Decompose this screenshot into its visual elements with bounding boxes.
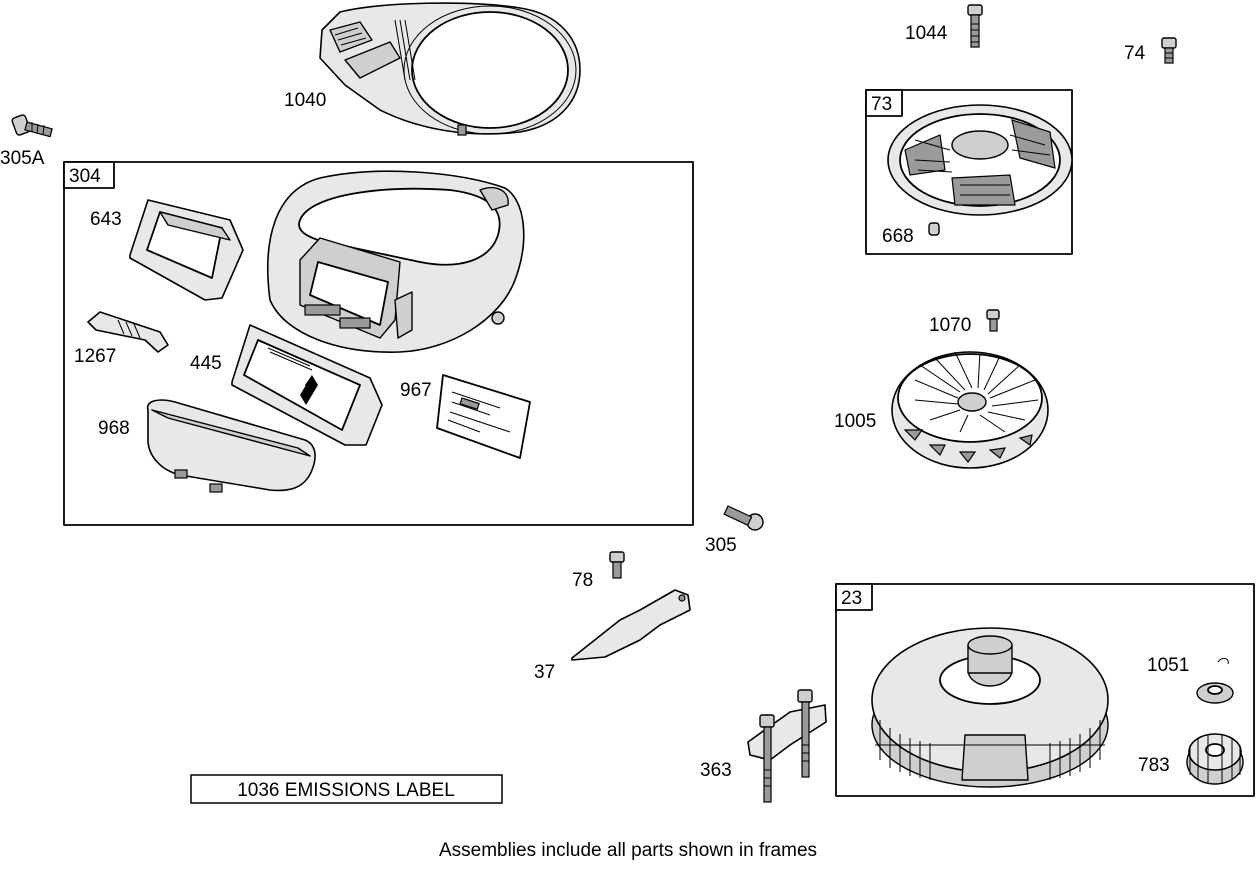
callout-1070: 1070 [929,315,971,336]
callout-967: 967 [400,380,432,401]
part-1051-washer [1196,657,1234,704]
callout-74: 74 [1124,43,1146,64]
part-blower-housing [267,170,525,353]
frame-304 [63,161,694,526]
callout-305: 305 [705,535,737,556]
part-78-screw [609,551,625,579]
frame-73 [865,89,1073,255]
callout-1005: 1005 [834,411,876,432]
part-445-grille-panel [231,324,383,446]
part-967-decal [436,374,531,459]
emissions-label-text: 1036 EMISSIONS LABEL [237,780,455,801]
frame-304-number: 304 [69,166,101,187]
part-1040-blower-housing-cover [319,2,581,136]
part-74-screw [1161,37,1177,64]
callout-1040: 1040 [284,90,326,111]
part-23-flywheel [871,627,1109,788]
part-305-screw [723,505,764,531]
callout-305A: 305A [0,148,45,169]
callout-1267: 1267 [74,346,116,367]
callout-643: 643 [90,209,122,230]
frame-23-number: 23 [841,588,862,609]
part-643-baffle [129,199,244,301]
part-1044-bolt [967,4,983,48]
part-37-air-guide [571,589,691,661]
callout-363: 363 [700,760,732,781]
callout-1051: 1051 [1147,655,1189,676]
callout-968: 968 [98,418,130,439]
part-783-gear [1186,733,1244,785]
footer-note: Assemblies include all parts shown in fr… [438,840,818,861]
part-668-spacer [928,222,940,236]
callout-783: 783 [1138,755,1170,776]
part-305A-screw [11,114,53,138]
callout-445: 445 [190,353,222,374]
part-1267-clip [87,311,169,353]
frame-23 [835,583,1255,797]
part-1005-flywheel-fan [891,351,1049,469]
callout-78: 78 [572,570,593,591]
part-73-fan-screen [887,104,1073,216]
callout-1044: 1044 [905,23,948,44]
callout-37: 37 [534,662,555,683]
frame-73-number: 73 [871,94,892,115]
callout-668: 668 [882,226,914,247]
part-363-bracket [747,689,827,803]
emissions-label-box [190,774,503,804]
part-1070-screw [986,309,1000,332]
part-968-cover [146,399,316,493]
